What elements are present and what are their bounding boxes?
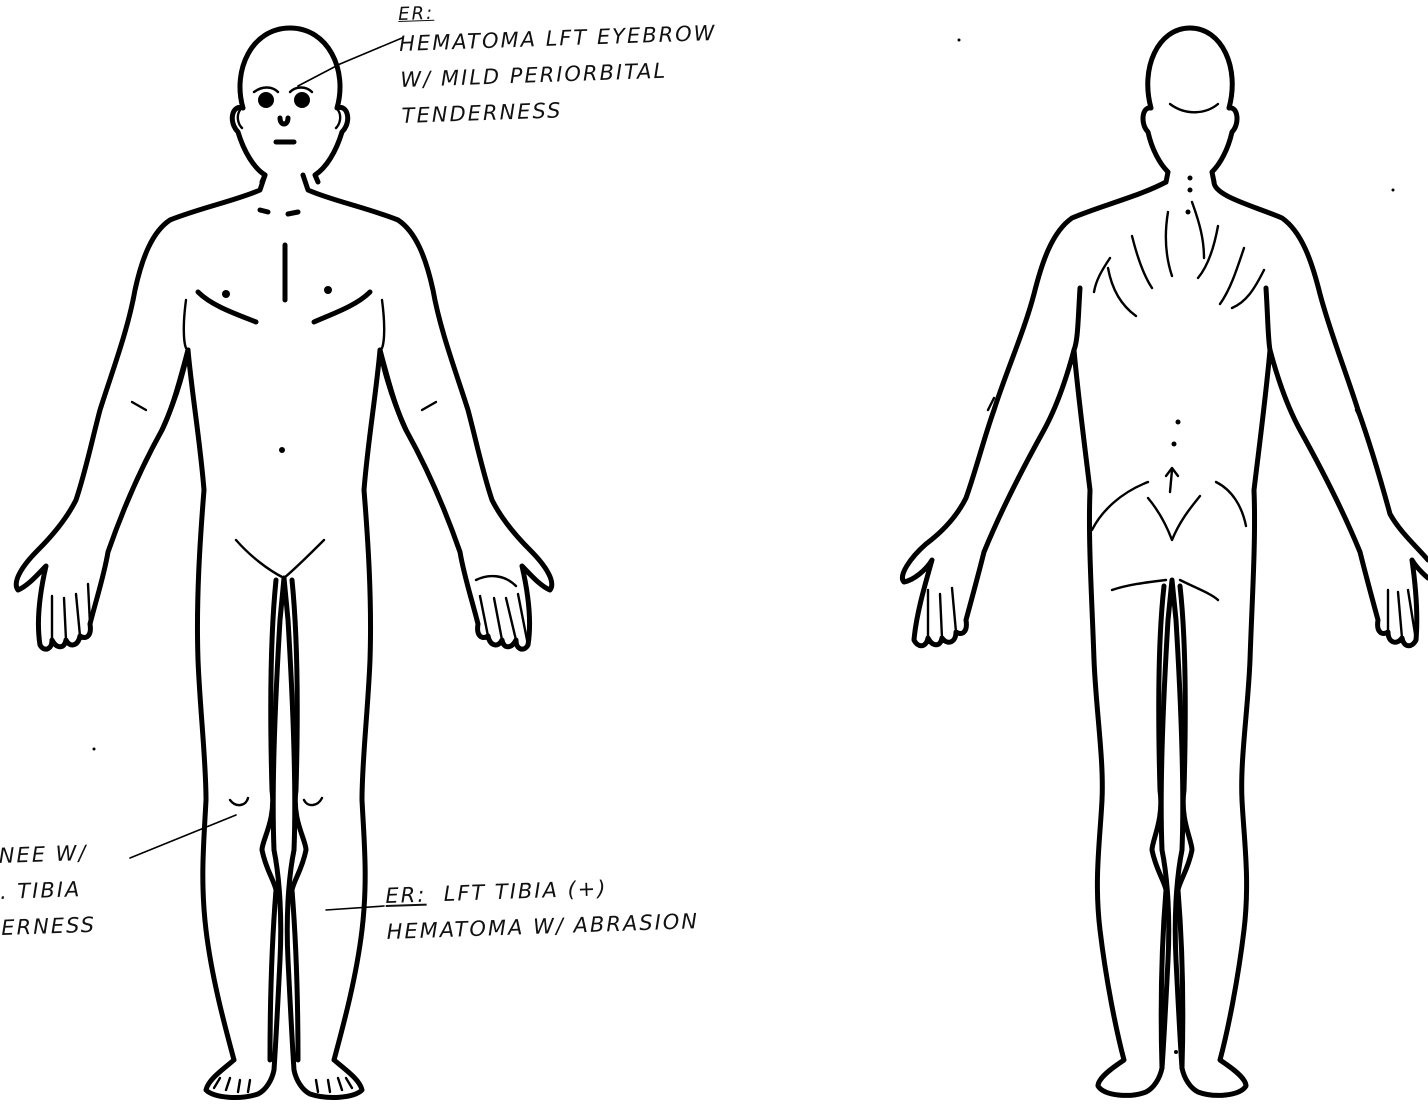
back-inner-arm-right [1074,288,1080,350]
back-head [1143,28,1237,182]
knee-leader-line [130,815,236,858]
back-mark-dot [958,632,962,636]
front-eyebrow-right [254,88,278,93]
back-fingers-right [928,588,956,638]
back-buttock-right [1092,482,1166,590]
back-trapezius-lines [1094,202,1264,316]
back-heel-dot [1174,1050,1178,1054]
front-fingers-left [476,576,528,645]
back-spine-dot-3 [1186,210,1191,215]
front-fingers-right [52,584,90,640]
back-inner-arm-left [1266,288,1270,350]
back-spine-dot-2 [1188,188,1193,193]
back-gluteal-fold [1148,496,1200,540]
front-head [232,28,347,182]
front-nipple-left [324,286,332,294]
annotation-knee-line-2: . TIBIA [0,871,95,910]
annotation-tibia-prefix: ER: [385,883,427,908]
front-toes-left [316,1078,352,1092]
front-ear-right [238,110,242,128]
tibia-leader-line [326,906,384,910]
front-elbow-left [422,402,436,410]
back-buttock-left [1180,482,1246,600]
front-toes-right [214,1078,250,1092]
front-inner-arm-right [162,350,188,430]
back-body-outline [902,182,1428,1095]
back-spine-dot-4 [1176,420,1181,425]
front-knee-right [230,798,248,805]
back-figure [902,28,1428,1095]
front-knee-left [304,798,322,805]
front-elbow-right [132,402,146,410]
stray-mark-3 [93,748,96,751]
front-eye-left [294,92,310,108]
front-pec-left [314,292,370,322]
annotation-tibia-line-1-text: LFT TIBIA (+) [443,876,608,906]
front-navel [279,447,285,453]
front-inner-arm-line-l [380,300,384,350]
front-inner-arm-line-r [184,300,188,350]
head-leader-line [298,38,402,86]
annotation-knee-line-1: NEE W/ [0,835,94,874]
front-groin [236,540,324,578]
back-spine-dot-1 [1188,176,1193,181]
front-eye-right [258,92,274,108]
annotation-tibia: ER: LFT TIBIA (+) HEMATOMA W/ ABRASION [385,867,700,950]
front-collarbone [260,210,298,214]
front-ear-left [336,110,340,128]
back-fingers-left [1388,590,1416,640]
back-spine-dot-5 [1172,442,1177,447]
annotation-head: ER: HEMATOMA LFT EYEBROW W/ MILD PERIORB… [398,0,720,134]
annotation-knee: NEE W/ . TIBIA ERNESS [0,835,97,946]
annotation-knee-line-3: ERNESS [1,907,97,946]
front-inner-arm-left [380,350,406,430]
front-nose [280,118,288,124]
front-eyebrow-left [290,88,312,93]
stray-mark-2 [1392,189,1395,192]
stray-mark-1 [958,39,961,42]
front-nipple-right [222,290,230,298]
front-body-outline [16,175,552,1097]
back-hairline [1170,104,1218,112]
back-sacrum [1166,468,1178,492]
